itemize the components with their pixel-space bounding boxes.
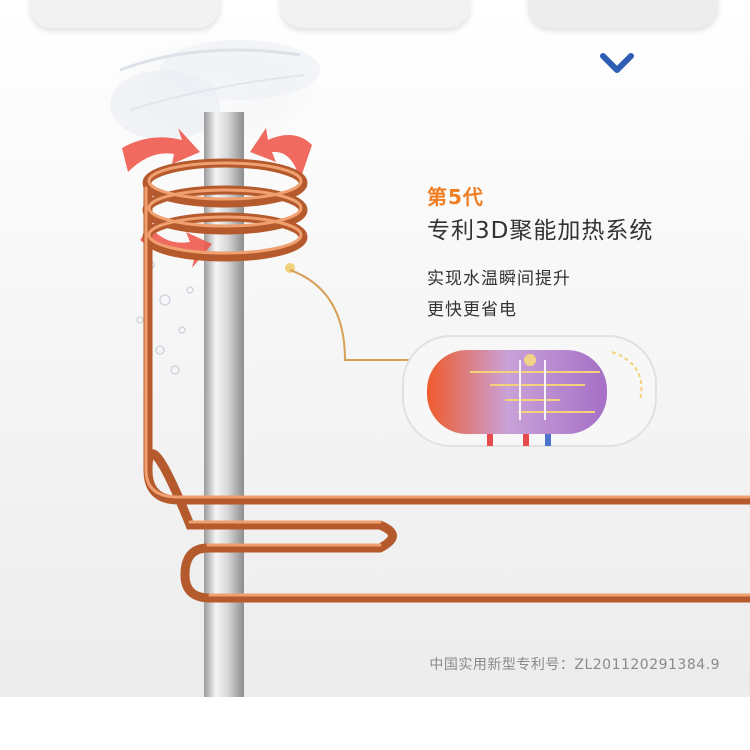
patent-number: 中国实用新型专利号：ZL201120291384.9 [429, 657, 720, 673]
steel-rod [204, 112, 244, 702]
feature-desc-line-2: 更快更省电 [427, 300, 517, 320]
generation-label: 第5代 [427, 185, 484, 209]
coil-option-card-2[interactable] [280, 0, 470, 28]
system-title: 专利3D聚能加热系统 [427, 218, 654, 244]
steam-cloud [110, 35, 320, 145]
feature-desc-line-1: 实现水温瞬间提升 [427, 269, 571, 289]
coil-option-card-1[interactable] [30, 0, 220, 28]
callout-connector [285, 263, 410, 361]
chevron-down-icon[interactable] [600, 52, 634, 78]
rotate-arrow-icon [122, 128, 312, 268]
water-heater-tank-icon [402, 335, 657, 447]
coil-option-card-3-selected[interactable] [528, 0, 718, 28]
copper-coil [142, 158, 750, 603]
bottom-band [0, 697, 750, 750]
